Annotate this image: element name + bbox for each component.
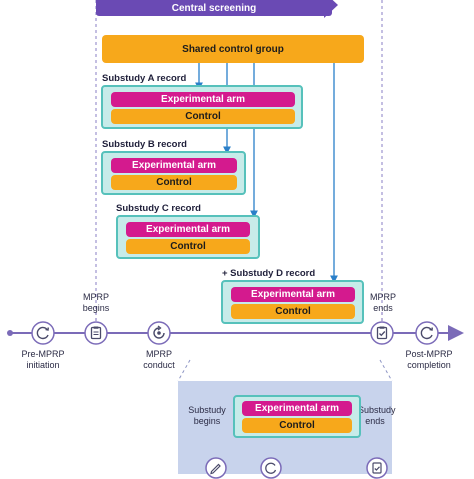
substudy-d-experimental-arm: Experimental arm [231,287,355,302]
inset-label-begins: Substudy begins [188,405,226,426]
substudy-a-title: Substudy A record [102,73,187,84]
substudy-c-control: Control [126,239,250,254]
pen-icon [205,457,227,479]
label-pre-mprp-initiation: Pre-MPRP initiation [21,349,65,370]
substudy-c-title: Substudy C record [116,203,201,214]
inset-cycle-icon [260,457,282,479]
substudy-a-record: Experimental arm Control [101,85,303,129]
substudy-b-record: Experimental arm Control [101,151,246,195]
inset-clipboard-check-icon [366,457,388,479]
inset-projection-right [379,359,393,382]
screening-arrow-head [324,0,338,18]
substudy-b-title: Substudy B record [102,139,187,150]
cycle-icon [31,321,55,345]
central-screening-label: Central screening [171,3,257,14]
substudy-b-control: Control [111,175,237,190]
substudy-c-record: Experimental arm Control [116,215,260,259]
label-mprp-ends: MPRP ends [369,292,396,313]
substudy-d-record: Experimental arm Control [221,280,364,324]
clipboard-check-icon [370,321,394,345]
substudy-b-experimental-arm: Experimental arm [111,158,237,173]
substudy-a-experimental-arm: Experimental arm [111,92,295,107]
shared-control-label: Shared control group [182,43,284,55]
shared-control-group: Shared control group [102,35,364,63]
inset-projection-left [177,359,191,382]
gear-cycle-icon [147,321,171,345]
substudy-c-experimental-arm: Experimental arm [126,222,250,237]
timeline-start-dot [7,330,13,336]
label-mprp-begins: MPRP begins [82,292,110,313]
inset-experimental-arm: Experimental arm [242,401,352,416]
substudy-d-title: + Substudy D record [222,268,316,279]
label-post-mprp-completion: Post-MPRP completion [405,349,453,370]
substudy-a-control: Control [111,109,295,124]
inset-record: Experimental arm Control [233,395,361,438]
inset-control: Control [242,418,352,433]
label-mprp-conduct: MPRP conduct [143,349,175,370]
clipboard-icon [84,321,108,345]
post-cycle-icon [415,321,439,345]
substudy-d-control: Control [231,304,355,319]
central-screening-bar: Central screening [96,0,332,16]
inset-label-ends: Substudy ends [358,405,396,426]
